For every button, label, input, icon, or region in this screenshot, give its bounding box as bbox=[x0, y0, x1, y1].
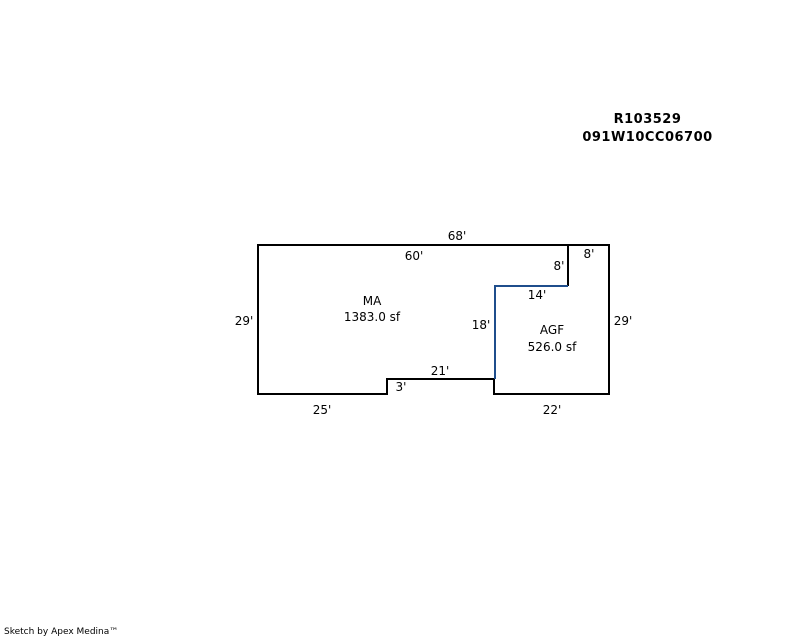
dim-divider: 18' bbox=[472, 318, 491, 332]
ma-outline bbox=[257, 244, 568, 395]
agf-label: AGF bbox=[540, 323, 564, 337]
map-number: 091W10CC06700 bbox=[582, 130, 713, 145]
dim-bottom-left: 25' bbox=[313, 403, 332, 417]
dim-notch-horizontal: 14' bbox=[528, 288, 547, 302]
ma-area: 1383.0 sf bbox=[344, 310, 401, 324]
dim-right: 29' bbox=[614, 314, 633, 328]
dim-left: 29' bbox=[235, 314, 254, 328]
shared-wall bbox=[494, 285, 568, 379]
dim-top-agf: 8' bbox=[584, 247, 595, 261]
parcel-id: R103529 bbox=[613, 112, 682, 127]
agf-outline bbox=[493, 244, 610, 395]
sketch-credit: Sketch by Apex Medina™ bbox=[4, 627, 119, 637]
agf-area: 526.0 sf bbox=[528, 340, 577, 354]
dim-top-ma: 60' bbox=[405, 249, 424, 263]
dim-step-rise: 3' bbox=[396, 380, 407, 394]
dim-notch-vertical: 8' bbox=[554, 259, 565, 273]
dim-step-run: 21' bbox=[431, 364, 450, 378]
dim-top-overall: 68' bbox=[448, 229, 467, 243]
dim-bottom-right: 22' bbox=[543, 403, 562, 417]
ma-label: MA bbox=[363, 294, 382, 308]
